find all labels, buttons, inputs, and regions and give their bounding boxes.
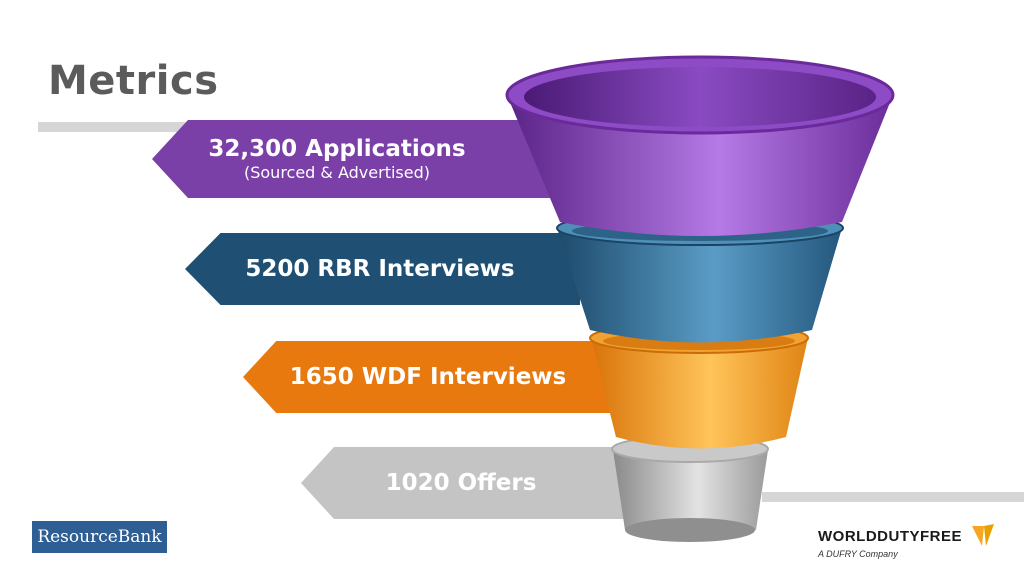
- funnel-offers-section: [611, 435, 769, 542]
- slide-title: Metrics: [48, 58, 219, 104]
- wdf-logo-tagline: A DUFRY Company: [818, 549, 898, 559]
- resourcebank-logo: ResourceBank: [32, 521, 167, 553]
- stage-rbr-interviews-arrow: 5200 RBR Interviews: [185, 233, 580, 305]
- bottom-rule: [762, 492, 1024, 502]
- stage-applications-sublabel: (Sourced & Advertised): [243, 163, 430, 182]
- stage-offers-label: 1020 Offers: [385, 470, 537, 496]
- stage-rbr-interviews-label: 5200 RBR Interviews: [245, 256, 515, 282]
- stage-applications-label: 32,300 Applications: [208, 136, 466, 162]
- wdf-emblem-icon: [972, 524, 994, 546]
- stage-applications-arrow: 32,300 Applications (Sourced & Advertise…: [152, 120, 552, 198]
- stage-offers-arrow: 1020 Offers: [301, 447, 631, 519]
- stage-wdf-interviews-arrow: 1650 WDF Interviews: [243, 341, 613, 413]
- wdf-logo-name: WORLDDUTYFREE: [818, 528, 962, 545]
- stage-wdf-interviews-label: 1650 WDF Interviews: [289, 364, 567, 390]
- world-duty-free-logo: WORLDDUTYFREE A DUFRY Company: [818, 522, 998, 566]
- funnel-applications-section: [505, 55, 895, 236]
